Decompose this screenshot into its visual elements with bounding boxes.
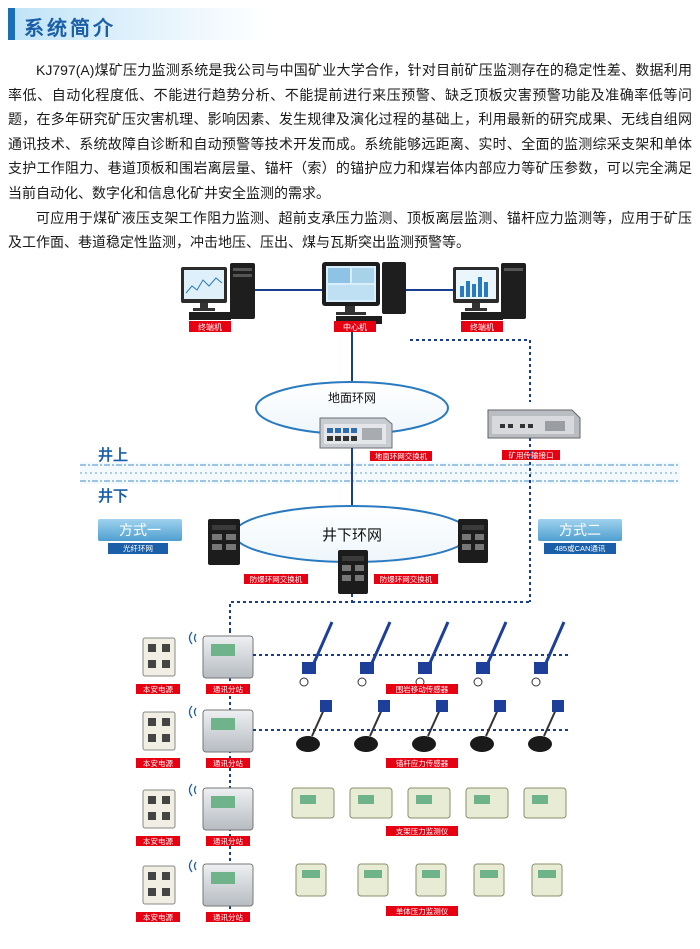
intro-paragraph-1: KJ797(A)煤矿压力监测系统是我公司与中国矿业大学合作，针对目前矿压监测存在… bbox=[8, 62, 692, 201]
sensor-label-2: 锚杆应力传感器 bbox=[396, 758, 449, 768]
comm-station-4 bbox=[202, 863, 254, 907]
mode2-title: 方式二 bbox=[559, 522, 601, 538]
surface-switch-label-bg bbox=[370, 451, 432, 461]
station-label-3: 通讯分站 bbox=[213, 836, 243, 846]
power-supply-2 bbox=[142, 711, 176, 751]
explosion-switch-left-label-bg bbox=[244, 574, 308, 584]
support-pressure-monitor-2 bbox=[349, 787, 393, 819]
comm-station-3 bbox=[202, 787, 254, 831]
bolt-stress-sensor-3 bbox=[412, 700, 448, 752]
single-pressure-monitor-5 bbox=[531, 863, 563, 897]
terminal-computer-left bbox=[181, 263, 255, 320]
support-pressure-monitor-3 bbox=[407, 787, 451, 819]
bolt-stress-sensor-2 bbox=[354, 700, 390, 752]
sensor-label-4: 单体压力监测仪 bbox=[396, 906, 449, 916]
rock-movement-sensor-1 bbox=[299, 621, 334, 687]
below-ground-label: 井下 bbox=[98, 487, 128, 505]
row-4: 本安电源 通讯分站 单体压力监测仪 bbox=[136, 859, 563, 922]
terminal-right-label-bg bbox=[461, 321, 503, 332]
power-label-4: 本安电源 bbox=[143, 912, 173, 922]
terminal-computer-right bbox=[453, 263, 526, 320]
explosion-switch-right-label: 防爆环网交换机 bbox=[380, 574, 433, 584]
section-title: 系统简介 bbox=[24, 18, 116, 40]
row-1: 本安电源 通讯分站 围岩移动传感器 bbox=[136, 621, 570, 694]
mine-port-label-bg bbox=[502, 450, 560, 460]
comm-station-1 bbox=[202, 635, 254, 679]
terminal-right-label: 终端机 bbox=[470, 322, 494, 332]
above-ground-label: 井上 bbox=[98, 446, 128, 464]
single-pressure-monitor-4 bbox=[473, 863, 505, 897]
header-accent-bar bbox=[8, 8, 15, 40]
rock-movement-sensor-5 bbox=[531, 621, 566, 687]
sensor-label-1: 围岩移动传感器 bbox=[396, 684, 449, 694]
explosion-switch-left-label: 防爆环网交换机 bbox=[250, 574, 303, 584]
explosion-switch-right-label-bg bbox=[374, 574, 438, 584]
explosion-switch-center bbox=[338, 550, 368, 594]
center-label-bg bbox=[334, 321, 376, 332]
bolt-stress-sensor-5 bbox=[528, 700, 564, 752]
mine-transmission-port bbox=[487, 409, 581, 439]
row-2: 本安电源 通讯分站 锚杆应力传感器 bbox=[136, 700, 570, 768]
explosion-switch-right bbox=[458, 519, 488, 563]
link-center-switch-stations bbox=[229, 594, 353, 630]
mode1-subtitle: 光纤环网 bbox=[123, 543, 153, 553]
power-supply-4 bbox=[142, 865, 176, 905]
single-pressure-monitor-1 bbox=[295, 863, 327, 897]
intro-text: KJ797(A)煤矿压力监测系统是我公司与中国矿业大学合作，针对目前矿压监测存在… bbox=[8, 58, 692, 255]
support-pressure-monitor-1 bbox=[291, 787, 335, 819]
power-supply-1 bbox=[142, 637, 176, 677]
mode1-badge: 方式一 光纤环网 bbox=[98, 519, 182, 554]
rock-movement-sensor-2 bbox=[357, 621, 392, 687]
sensor-label-3: 支架压力监测仪 bbox=[396, 826, 449, 836]
support-pressure-monitor-5 bbox=[523, 787, 567, 819]
rock-movement-sensor-4 bbox=[473, 621, 508, 687]
surface-ring-label: 地面环网 bbox=[328, 391, 376, 405]
power-supply-3 bbox=[142, 789, 176, 829]
station-label-2: 通讯分站 bbox=[213, 758, 243, 768]
mode1-title: 方式一 bbox=[119, 522, 161, 538]
terminal-left-label-bg bbox=[189, 321, 231, 332]
terminal-left-label: 终端机 bbox=[198, 322, 222, 332]
single-pressure-monitor-3 bbox=[415, 863, 447, 897]
mine-port-label: 矿用传输接口 bbox=[509, 450, 554, 460]
center-label: 中心机 bbox=[343, 322, 367, 332]
center-computer bbox=[322, 262, 406, 324]
link-center-mine-port bbox=[410, 339, 531, 402]
power-label-2: 本安电源 bbox=[143, 758, 173, 768]
power-label-3: 本安电源 bbox=[143, 836, 173, 846]
underground-ring-label: 井下环网 bbox=[322, 527, 382, 544]
bolt-stress-sensor-1 bbox=[296, 700, 332, 752]
station-label-4: 通讯分站 bbox=[213, 912, 243, 922]
mode2-subtitle: 485或CAN通讯 bbox=[555, 543, 606, 553]
single-pressure-monitor-2 bbox=[357, 863, 389, 897]
power-label-1: 本安电源 bbox=[143, 684, 173, 694]
station-label-1: 通讯分站 bbox=[213, 684, 243, 694]
section-header: 系统简介 bbox=[0, 8, 700, 46]
surface-switch-label: 地面环网交换机 bbox=[375, 451, 428, 461]
comm-station-2 bbox=[202, 709, 254, 753]
support-pressure-monitor-4 bbox=[465, 787, 509, 819]
rock-movement-sensor-3 bbox=[415, 621, 450, 687]
bolt-stress-sensor-4 bbox=[470, 700, 506, 752]
mode2-badge: 方式二 485或CAN通讯 bbox=[538, 519, 622, 554]
explosion-switch-left bbox=[208, 519, 240, 565]
row-3: 本安电源 通讯分站 支架压力监测仪 bbox=[136, 783, 567, 846]
surface-ring-switch bbox=[319, 417, 393, 449]
intro-paragraph-2: 可应用于煤矿液压支架工作阻力监测、超前支承压力监测、顶板离层监测、锚杆应力监测等… bbox=[8, 209, 692, 251]
header-band bbox=[8, 8, 268, 40]
